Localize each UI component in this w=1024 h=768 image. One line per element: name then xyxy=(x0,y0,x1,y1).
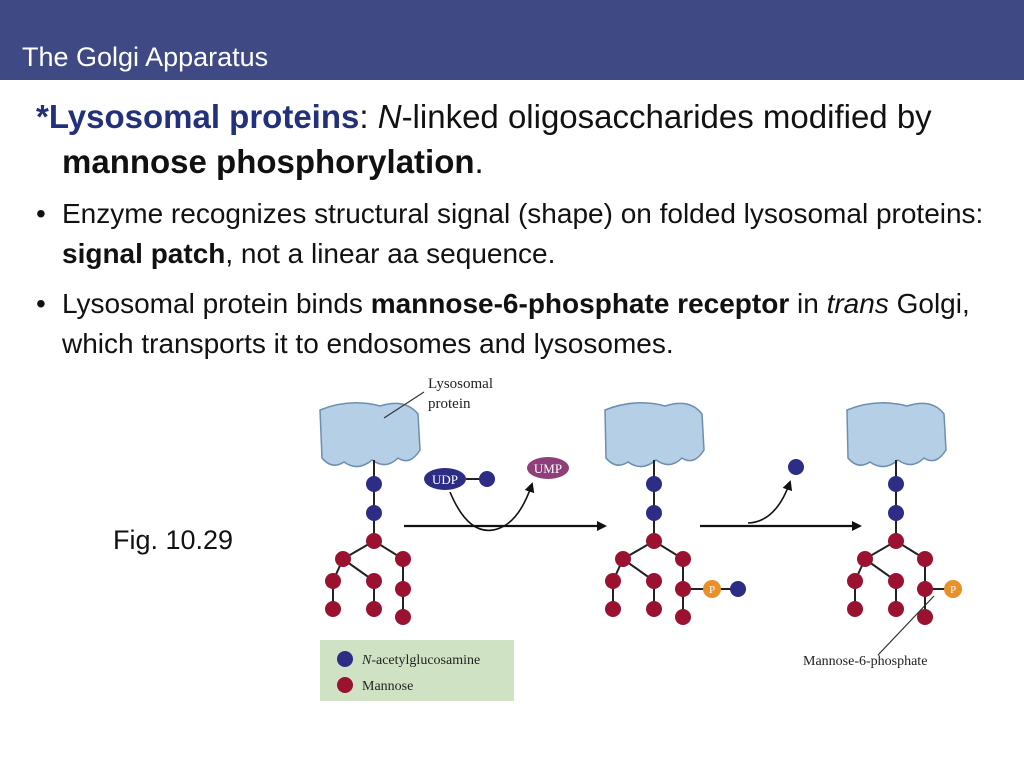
udp-to-ump-arrow xyxy=(449,482,535,532)
mannose-dot xyxy=(646,601,662,617)
mannose-dot xyxy=(675,581,691,597)
legend-mannose-dot xyxy=(337,677,353,693)
protein-label-line-2: protein xyxy=(428,396,471,412)
legend: N-acetylglucosamine Mannose xyxy=(320,640,514,701)
mannose-dot xyxy=(366,573,382,589)
legend-mannose-label: Mannose xyxy=(362,679,413,694)
mannose-dot xyxy=(675,551,691,567)
protein-leader-line xyxy=(383,391,425,419)
glcnac-dot xyxy=(888,476,904,492)
protein-label-line-1: Lysosomal xyxy=(428,376,493,392)
m6p-receptor-term: mannose-6-phosphate receptor xyxy=(370,288,790,319)
mannose-dot xyxy=(888,601,904,617)
trans-italic: trans xyxy=(826,288,889,319)
m6p-label: Mannose-6-phosphate xyxy=(803,654,927,669)
mannose-dot xyxy=(847,601,863,617)
mannose-dot xyxy=(888,573,904,589)
mannose-dot xyxy=(675,609,691,625)
release-arrow xyxy=(747,480,793,524)
slide-title: The Golgi Apparatus xyxy=(22,42,269,72)
bullet-2-mark: • xyxy=(36,288,46,319)
phosphate-icon xyxy=(703,580,721,598)
phosphate-label: P xyxy=(709,584,715,596)
intro-paragraph: *Lysosomal proteins: N-linked oligosacch… xyxy=(36,94,1006,184)
lysosomal-proteins-term: Lysosomal proteins xyxy=(48,98,360,135)
bullet-1: • Enzyme recognizes structural signal (sh… xyxy=(36,194,1006,274)
mannose-dot xyxy=(917,609,933,625)
mannose-dot xyxy=(917,581,933,597)
mannose-dot xyxy=(335,551,351,567)
bullet-2-text-mid: in xyxy=(789,288,827,319)
lysosomal-protein-1 xyxy=(319,402,421,468)
phosphate-label: P xyxy=(950,584,956,596)
m6p-leader-line xyxy=(877,595,935,656)
intro-text: -linked oligosaccharides modified by xyxy=(401,98,932,135)
bullet-2: • Lysosomal protein binds mannose-6-phosp… xyxy=(36,284,1006,364)
bullet-2-text: Lysosomal protein binds xyxy=(62,288,371,319)
glcnac-dot xyxy=(646,505,662,521)
legend-glcnac-dot xyxy=(337,651,353,667)
mannose-dot xyxy=(888,533,904,549)
mannose-dot xyxy=(325,601,341,617)
glcnac-dot xyxy=(888,505,904,521)
legend-glcnac-rest: -acetylglucosamine xyxy=(371,653,480,668)
signal-patch-term: signal patch xyxy=(62,238,226,269)
lysosomal-protein-3 xyxy=(846,402,947,468)
bullet-1-text-end: , not a linear aa sequence. xyxy=(225,238,556,269)
phosphate-icon xyxy=(944,580,962,598)
title-bar: The Golgi Apparatus xyxy=(0,0,1024,80)
legend-glcnac-label: N-acetylglucosamine xyxy=(361,653,480,668)
mannose-dot xyxy=(395,551,411,567)
mannose-dot xyxy=(917,551,933,567)
intro-period: . xyxy=(474,143,484,180)
mannose-dot xyxy=(615,551,631,567)
ump-ellipse xyxy=(527,457,569,479)
ump-label: UMP xyxy=(534,461,562,476)
mannose-dot xyxy=(646,573,662,589)
udp-label: UDP xyxy=(432,472,458,487)
mannose-phosphorylation-term: mannose phosphorylation xyxy=(62,143,475,180)
mannose-dot xyxy=(857,551,873,567)
lysosomal-protein-2 xyxy=(604,402,705,468)
glcnac-dot xyxy=(366,505,382,521)
glcnac-dot xyxy=(366,476,382,492)
bullet-1-text: Enzyme recognizes structural signal (sha… xyxy=(62,198,984,229)
ump-product: UMP xyxy=(527,457,569,479)
legend-glcnac-italic: N xyxy=(361,653,372,668)
udp-ellipse xyxy=(424,468,466,490)
mannose-dot xyxy=(366,601,382,617)
released-glcnac-dot xyxy=(788,459,804,475)
mannose-dot xyxy=(395,581,411,597)
bullet-2-text-end: Golgi, which transports it to endosomes … xyxy=(62,288,970,359)
mannose-dot xyxy=(605,573,621,589)
mannose-dot xyxy=(847,573,863,589)
glcnac-dot xyxy=(730,581,746,597)
mannose-dot xyxy=(605,601,621,617)
legend-box xyxy=(320,640,514,701)
intro-colon: : xyxy=(359,98,378,135)
figure-label: Fig. 10.29 xyxy=(113,525,234,555)
mannose-dot xyxy=(325,573,341,589)
mannose-dot xyxy=(366,533,382,549)
glcnac-dot xyxy=(646,476,662,492)
intro-n-italic: N xyxy=(377,98,402,135)
udp-glcnac: UDP xyxy=(424,468,495,490)
mannose-dot xyxy=(395,609,411,625)
glcnac-donor-dot xyxy=(479,471,495,487)
mannose-dot xyxy=(646,533,662,549)
slide-content: *Lysosomal proteins: N-linked oligosacch… xyxy=(36,94,1006,374)
intro-star: * xyxy=(36,98,49,135)
bullet-1-mark: • xyxy=(36,198,46,229)
